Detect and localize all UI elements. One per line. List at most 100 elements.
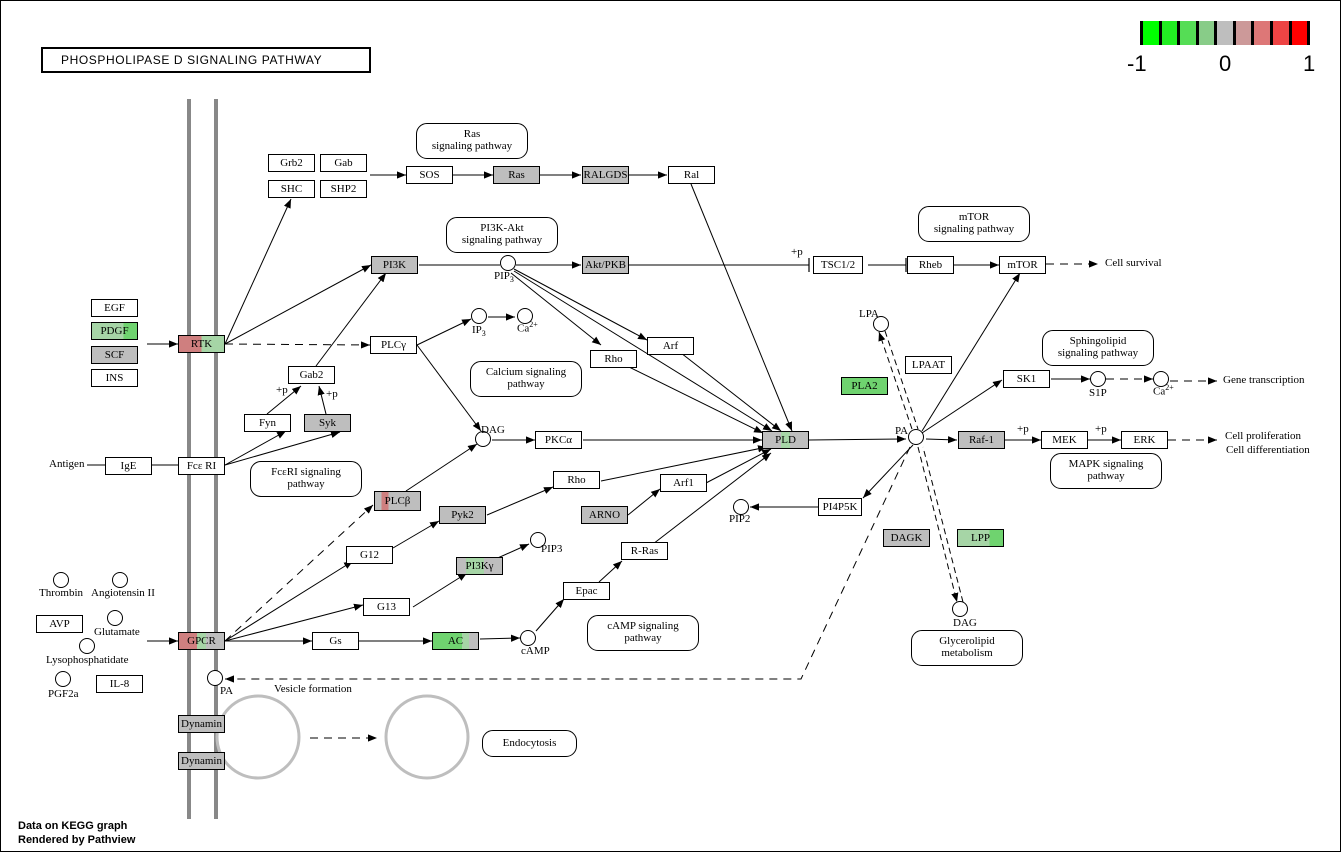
compound-glutamate[interactable]	[107, 610, 123, 626]
gene-r-ras[interactable]: R-Ras	[621, 542, 668, 560]
gene-pyk2[interactable]: Pyk2	[439, 506, 486, 524]
gene-pld[interactable]: PLD	[762, 431, 809, 449]
gene-ac[interactable]: AC	[432, 632, 479, 650]
gene-ac-label: AC	[447, 634, 464, 647]
gene-plcb[interactable]: PLCβ	[374, 491, 421, 511]
compound-thrombin[interactable]	[53, 572, 69, 588]
compound-pa-bottom[interactable]	[207, 670, 223, 686]
gene-gs[interactable]: Gs	[312, 632, 359, 650]
gene-rtk[interactable]: RTK	[178, 335, 225, 353]
compound-pa-main[interactable]	[908, 429, 924, 445]
gene-syk[interactable]: Syk	[304, 414, 351, 432]
compound-lpa[interactable]	[873, 316, 889, 332]
map-mapk-line1: MAPK signaling	[1068, 458, 1144, 471]
gene-ral[interactable]: Ral	[668, 166, 715, 184]
gene-epac[interactable]: Epac	[563, 582, 610, 600]
gene-lpp[interactable]: LPP	[957, 529, 1004, 547]
map-pi3k-akt-signaling[interactable]: PI3K-Akt signaling pathway	[446, 217, 558, 253]
gene-ras[interactable]: Ras	[493, 166, 540, 184]
gene-ins[interactable]: INS	[91, 369, 138, 387]
compound-camp[interactable]	[520, 630, 536, 646]
gene-gpcr[interactable]: GPCR	[178, 632, 225, 650]
color-scale-segment	[1232, 21, 1252, 45]
label-phospho-4: +p	[1017, 423, 1029, 435]
gene-avp[interactable]: AVP	[36, 615, 83, 633]
gene-shp2[interactable]: SHP2	[320, 180, 367, 198]
gene-erk[interactable]: ERK	[1121, 431, 1168, 449]
map-ras-signaling[interactable]: Ras signaling pathway	[416, 123, 528, 159]
gene-pdgf[interactable]: PDGF	[91, 322, 138, 340]
gene-ralgds[interactable]: RALGDS	[582, 166, 629, 184]
map-mtor-line2: signaling pathway	[933, 223, 1015, 235]
label-phospho-5: +p	[1095, 423, 1107, 435]
gene-mtor[interactable]: mTOR	[999, 256, 1046, 274]
map-sphingolipid-signaling[interactable]: Sphingolipid signaling pathway	[1042, 330, 1154, 366]
gene-raf1[interactable]: Raf-1	[958, 431, 1005, 449]
gene-pi3kg[interactable]: PI3Kγ	[456, 557, 503, 575]
gene-arf1[interactable]: Arf1	[660, 474, 707, 492]
label-dag-2: DAG	[953, 617, 977, 629]
gene-mek[interactable]: MEK	[1041, 431, 1088, 449]
compound-pgf2a[interactable]	[55, 671, 71, 687]
gene-dynamin-2[interactable]: Dynamin	[178, 752, 225, 770]
label-ca: Ca2+	[517, 321, 538, 335]
compound-pip3-top[interactable]	[500, 255, 516, 271]
gene-plcb-label: PLCβ	[384, 494, 411, 507]
gene-tsc12[interactable]: TSC1/2	[813, 256, 863, 274]
gene-fceri[interactable]: Fcε RI	[178, 457, 225, 475]
label-ip3: IP3	[472, 325, 486, 338]
gene-egf[interactable]: EGF	[91, 299, 138, 317]
gene-sk1[interactable]: SK1	[1003, 370, 1050, 388]
map-calcium-line2: pathway	[507, 378, 545, 390]
label-ca-sup: 2+	[529, 320, 538, 329]
gene-fyn[interactable]: Fyn	[244, 414, 291, 432]
gene-rho-lower[interactable]: Rho	[553, 471, 600, 489]
gene-shc[interactable]: SHC	[268, 180, 315, 198]
gene-pkca[interactable]: PKCα	[535, 431, 582, 449]
label-thrombin: Thrombin	[39, 587, 83, 599]
gene-pi3k[interactable]: PI3K	[371, 256, 418, 274]
gene-rho-upper[interactable]: Rho	[590, 350, 637, 368]
gene-scf[interactable]: SCF	[91, 346, 138, 364]
compound-angiotensin[interactable]	[112, 572, 128, 588]
gene-pla2[interactable]: PLA2	[841, 377, 888, 395]
gene-gab[interactable]: Gab	[320, 154, 367, 172]
gene-dynamin-1[interactable]: Dynamin	[178, 715, 225, 733]
map-glycerolipid-line1: Glycerolipid	[939, 635, 995, 648]
map-camp-signaling[interactable]: cAMP signaling pathway	[587, 615, 699, 651]
vesicle-1	[215, 694, 301, 780]
gene-arno[interactable]: ARNO	[581, 506, 628, 524]
map-mtor-signaling[interactable]: mTOR signaling pathway	[918, 206, 1030, 242]
gene-il8[interactable]: IL-8	[96, 675, 143, 693]
gene-g12[interactable]: G12	[346, 546, 393, 564]
label-pa-main: PA	[895, 425, 909, 437]
compound-lysophosphatidate[interactable]	[79, 638, 95, 654]
compound-dag-2[interactable]	[952, 601, 968, 617]
gene-rheb[interactable]: Rheb	[907, 256, 954, 274]
gene-arf-upper[interactable]: Arf	[647, 337, 694, 355]
gene-gab2[interactable]: Gab2	[288, 366, 335, 384]
gene-dagk[interactable]: DAGK	[883, 529, 930, 547]
map-glycerolipid-metabolism[interactable]: Glycerolipid metabolism	[911, 630, 1023, 666]
gene-akt-pkb[interactable]: Akt/PKB	[582, 256, 629, 274]
compound-pip2[interactable]	[733, 499, 749, 515]
label-pa-bottom: PA	[220, 685, 234, 697]
gene-sos[interactable]: SOS	[406, 166, 453, 184]
compound-s1p[interactable]	[1090, 371, 1106, 387]
compound-ca[interactable]	[517, 308, 533, 324]
map-endocytosis[interactable]: Endocytosis	[482, 730, 577, 757]
gene-grb2[interactable]: Grb2	[268, 154, 315, 172]
gene-pi4p5k[interactable]: PI4P5K	[818, 498, 862, 516]
compound-pip3-mid[interactable]	[530, 532, 546, 548]
map-fceri-signaling[interactable]: FcεRI signaling pathway	[250, 461, 362, 497]
compound-ip3[interactable]	[471, 308, 487, 324]
compound-ca-2[interactable]	[1153, 371, 1169, 387]
gene-ige[interactable]: IgE	[105, 457, 152, 475]
map-mapk-signaling[interactable]: MAPK signaling pathway	[1050, 453, 1162, 489]
map-calcium-signaling[interactable]: Calcium signaling pathway	[470, 361, 582, 397]
gene-lpaat[interactable]: LPAAT	[905, 356, 952, 374]
compound-dag[interactable]	[475, 431, 491, 447]
gene-g13[interactable]: G13	[363, 598, 410, 616]
gene-plcg[interactable]: PLCγ	[370, 336, 417, 354]
label-ca2-sup: 2+	[1165, 383, 1174, 392]
